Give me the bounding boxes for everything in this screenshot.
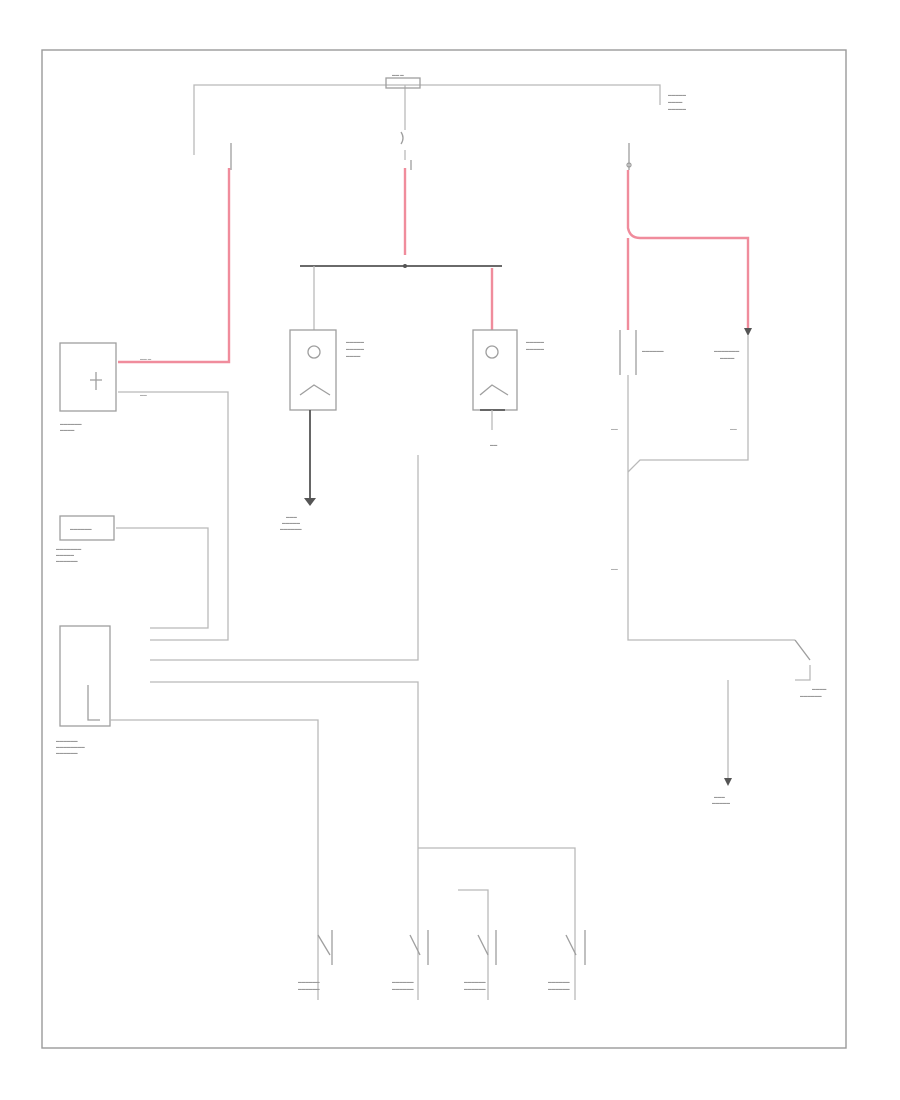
svg-text:▬▬▬▬: ▬▬▬▬ bbox=[812, 687, 827, 691]
svg-text:▬▬▬▬▬▬: ▬▬▬▬▬▬ bbox=[464, 980, 486, 984]
svg-text:▬▬▬▬▬: ▬▬▬▬▬ bbox=[526, 340, 544, 344]
svg-text:▬▬▬▬▬: ▬▬▬▬▬ bbox=[346, 347, 364, 351]
svg-text:▬▬▬: ▬▬▬ bbox=[286, 515, 297, 519]
svg-text:▬▬: ▬▬ bbox=[490, 443, 498, 447]
door-switch-lr: ▬▬▬▬▬▬ ▬▬▬▬▬▬ bbox=[464, 930, 497, 991]
svg-text:▬▬▬▬: ▬▬▬▬ bbox=[346, 354, 361, 358]
door-switch-rf: ▬▬▬▬▬▬ ▬▬▬▬▬▬ bbox=[392, 930, 429, 991]
svg-text:▬▬▬▬▬▬: ▬▬▬▬▬▬ bbox=[70, 527, 92, 531]
svg-text:▬▬▬▬▬: ▬▬▬▬▬ bbox=[712, 801, 730, 805]
svg-text:▬▬▬▬▬▬: ▬▬▬▬▬▬ bbox=[548, 980, 570, 984]
top-power-feed: ▬▬ ▬ bbox=[193, 73, 661, 160]
svg-text:▬▬▬▬▬▬: ▬▬▬▬▬▬ bbox=[56, 751, 78, 755]
svg-text:▬▬▬▬▬▬: ▬▬▬▬▬▬ bbox=[56, 559, 78, 563]
lamp-assembly-2: ▬▬▬▬▬ ▬▬▬▬▬ ▬▬ bbox=[472, 329, 544, 447]
svg-text:▬▬▬▬▬▬: ▬▬▬▬▬▬ bbox=[392, 980, 414, 984]
svg-text:▬▬▬▬▬▬: ▬▬▬▬▬▬ bbox=[56, 739, 78, 743]
relay-module-left: ▬▬ ▬ ▬▬ ▬▬▬▬▬▬ ▬▬▬▬ bbox=[59, 342, 229, 641]
svg-text:▬▬▬▬: ▬▬▬▬ bbox=[720, 356, 735, 360]
svg-text:▬▬▬▬▬: ▬▬▬▬▬ bbox=[346, 340, 364, 344]
svg-text:▬▬▬▬▬▬: ▬▬▬▬▬▬ bbox=[280, 527, 302, 531]
svg-text:▬▬▬▬▬▬▬▬: ▬▬▬▬▬▬▬▬ bbox=[56, 745, 85, 749]
svg-text:▬▬: ▬▬ bbox=[140, 393, 147, 397]
splice-bus bbox=[300, 264, 502, 330]
svg-text:▬▬ ▬: ▬▬ ▬ bbox=[140, 357, 152, 361]
svg-text:▬▬▬▬▬▬: ▬▬▬▬▬▬ bbox=[548, 987, 570, 991]
svg-text:▬▬▬▬▬▬: ▬▬▬▬▬▬ bbox=[298, 980, 320, 984]
lamp-assembly-1: ▬▬▬▬▬ ▬▬▬▬▬ ▬▬▬▬ ▬▬▬ ▬▬▬▬▬ ▬▬▬▬▬▬ bbox=[280, 329, 364, 531]
svg-text:▬▬▬▬▬: ▬▬▬▬▬ bbox=[526, 347, 544, 351]
remote-module: ▬▬▬▬▬▬ ▬▬▬▬▬▬▬ ▬▬▬▬▬ ▬▬▬▬▬▬ bbox=[56, 515, 209, 629]
right-switch-group: ▬▬▬▬▬▬ ▬▬▬▬▬▬▬ ▬▬▬▬ ▬▬ ▬▬ ▬▬ ▬▬▬▬▬ ▬▬▬▬ … bbox=[611, 93, 795, 641]
svg-text:▬▬▬▬: ▬▬▬▬ bbox=[668, 100, 683, 104]
svg-text:▬▬▬▬▬: ▬▬▬▬▬ bbox=[56, 553, 74, 557]
bottom-distribution bbox=[418, 847, 576, 1000]
door-switch-right: ▬▬▬▬ ▬▬▬▬▬▬ ▬▬▬ ▬▬▬▬▬ bbox=[712, 639, 827, 805]
svg-text:▬▬▬▬▬▬: ▬▬▬▬▬▬ bbox=[642, 349, 664, 353]
svg-text:▬▬: ▬▬ bbox=[611, 427, 618, 431]
svg-text:▬▬: ▬▬ bbox=[730, 427, 737, 431]
svg-text:▬▬▬▬▬▬: ▬▬▬▬▬▬ bbox=[392, 987, 414, 991]
svg-text:▬▬▬▬▬: ▬▬▬▬▬ bbox=[282, 521, 300, 525]
svg-text:▬▬▬▬▬▬: ▬▬▬▬▬▬ bbox=[800, 694, 822, 698]
svg-text:▬▬▬▬▬▬▬: ▬▬▬▬▬▬▬ bbox=[56, 547, 82, 551]
svg-text:▬▬▬▬▬▬: ▬▬▬▬▬▬ bbox=[298, 987, 320, 991]
door-switch-rr: ▬▬▬▬▬▬ ▬▬▬▬▬▬ bbox=[548, 930, 586, 991]
door-switch-lf: ▬▬▬▬▬▬ ▬▬▬▬▬▬ bbox=[298, 930, 333, 991]
fuse-terminals bbox=[230, 143, 632, 170]
hot-circuits bbox=[118, 168, 752, 364]
svg-text:▬▬: ▬▬ bbox=[611, 567, 618, 571]
svg-text:▬▬▬▬▬▬: ▬▬▬▬▬▬ bbox=[464, 987, 486, 991]
svg-text:▬▬ ▬: ▬▬ ▬ bbox=[392, 73, 404, 77]
svg-text:▬▬▬▬▬▬: ▬▬▬▬▬▬ bbox=[60, 422, 82, 426]
svg-text:▬▬▬▬▬▬▬: ▬▬▬▬▬▬▬ bbox=[714, 349, 740, 353]
svg-text:▬▬▬▬▬: ▬▬▬▬▬ bbox=[668, 93, 686, 97]
hot-wire-left bbox=[118, 168, 231, 364]
body-control-module: ▬▬▬▬▬▬ ▬▬▬▬▬▬▬▬ ▬▬▬▬▬▬ bbox=[56, 455, 419, 1000]
svg-text:▬▬▬: ▬▬▬ bbox=[714, 795, 725, 799]
hot-wire-right bbox=[626, 170, 750, 330]
diagram-frame bbox=[41, 49, 847, 1049]
svg-text:▬▬▬▬▬: ▬▬▬▬▬ bbox=[668, 107, 686, 111]
svg-text:▬▬▬▬: ▬▬▬▬ bbox=[60, 428, 75, 432]
